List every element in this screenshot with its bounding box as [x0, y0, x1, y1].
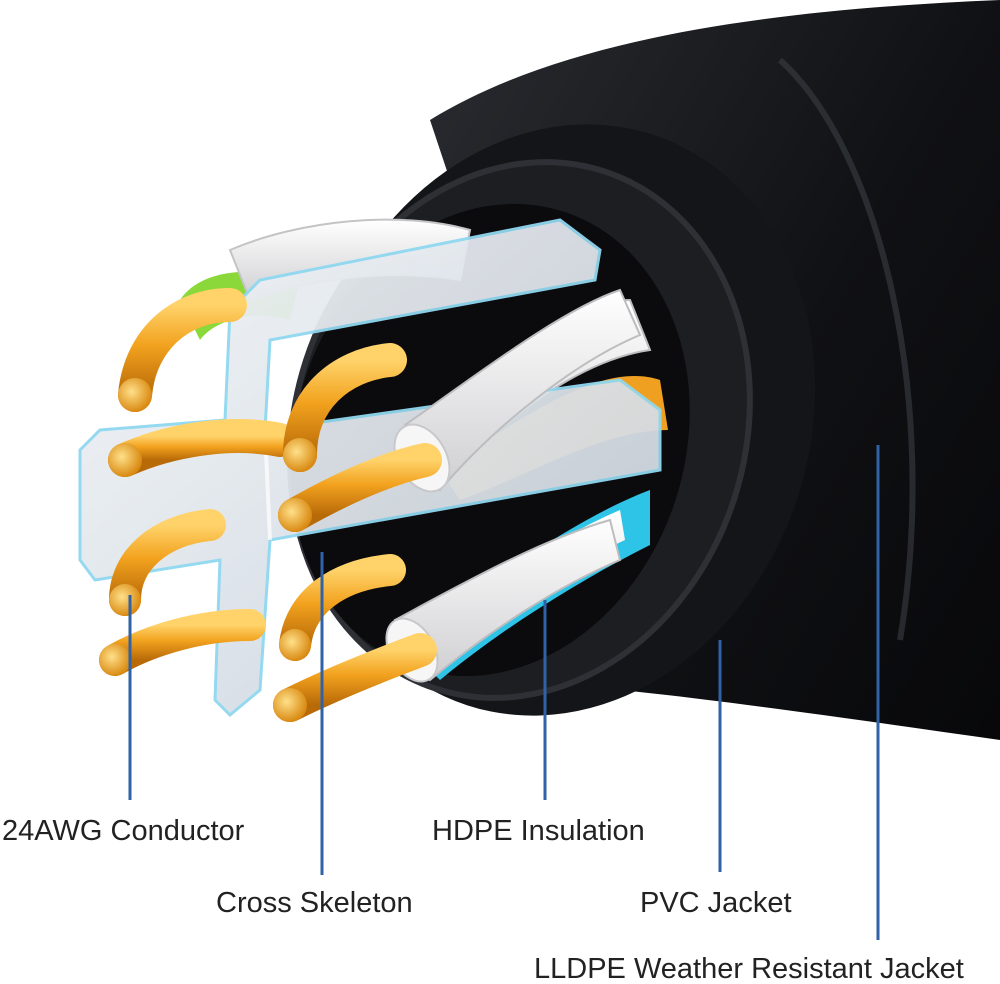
leader-lines	[128, 445, 880, 940]
label-hdpe-insulation: HDPE Insulation	[432, 815, 645, 847]
label-cross-skeleton: Cross Skeleton	[216, 887, 413, 919]
copper-conductors	[99, 288, 442, 722]
label-pvc-jacket: PVC Jacket	[640, 887, 792, 919]
label-24awg-conductor: 24AWG Conductor	[2, 815, 245, 847]
label-lldpe-weather-resistant-jacket: LLDPE Weather Resistant Jacket	[534, 953, 964, 984]
